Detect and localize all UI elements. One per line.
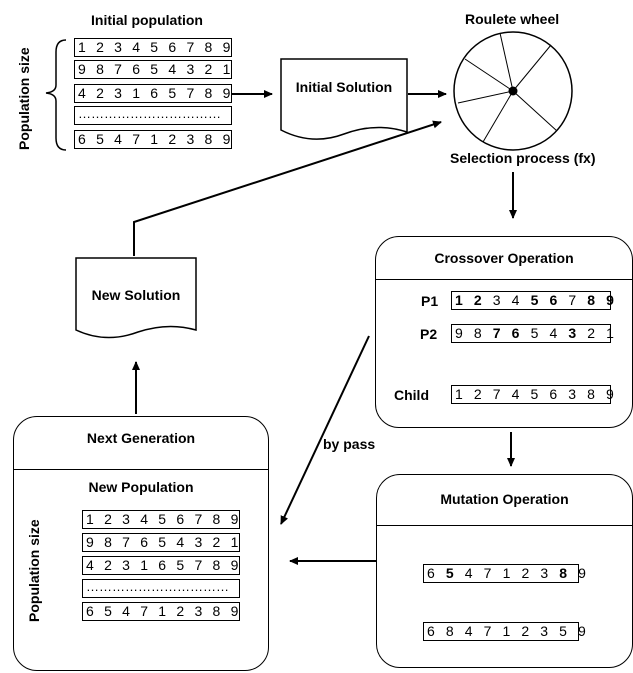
gene-digit: 7 — [568, 292, 580, 308]
bypass-label: by pass — [323, 436, 376, 452]
gene-digit: 3 — [568, 325, 580, 341]
arrow-new-solution-to-roulette — [133, 120, 442, 256]
child-sequence: 1 2 7 4 5 6 3 8 9 — [451, 385, 614, 404]
population-row: 4 2 3 1 6 5 7 8 9 — [82, 556, 240, 575]
population-row-ellipsis: …………………………… — [74, 106, 232, 125]
gene-digit: 7 — [492, 325, 505, 341]
gene-digit: 5 — [530, 325, 542, 341]
mutation-title: Mutation Operation — [440, 491, 569, 507]
gene-digit: 2 — [587, 325, 599, 341]
mutation-before-sequence: 6 5 4 7 1 2 3 8 9 — [423, 564, 586, 583]
gene-digit: 2 — [473, 292, 486, 308]
initial-solution-shape — [280, 58, 408, 140]
gene-digit: 3 — [492, 292, 505, 308]
gene-digit: 4 — [511, 292, 524, 308]
population-size-label: Population size — [16, 47, 32, 150]
gene-digit: 1 — [455, 292, 467, 308]
population-row: 4 2 3 1 6 5 7 8 9 — [74, 84, 232, 103]
gene-digit: 6 — [427, 565, 439, 581]
gene-digit: 8 — [473, 325, 486, 341]
new-solution-shape — [75, 257, 197, 339]
gene-digit: 2 — [521, 565, 533, 581]
population-row: 1 2 3 4 5 6 7 8 9 — [82, 510, 240, 529]
arrow-bypass — [280, 335, 370, 525]
roulette-wheel — [453, 31, 573, 151]
gene-digit: 1 — [606, 325, 618, 341]
mutation-divider — [377, 525, 632, 526]
p2-sequence: 9 8 7 6 5 4 3 2 1 — [451, 324, 614, 343]
gene-digit: 1 — [502, 565, 514, 581]
gene-digit: 5 — [530, 292, 542, 308]
gene-digit: 9 — [606, 292, 618, 308]
crossover-title: Crossover Operation — [434, 250, 574, 266]
population-row: 1 2 3 4 5 6 7 8 9 — [74, 38, 232, 57]
gene-digit: 4 — [464, 565, 477, 581]
population-row: 9 8 7 6 5 4 3 2 1 — [74, 60, 232, 79]
gene-digit: 6 — [511, 325, 524, 341]
initial-solution-label: Initial Solution — [295, 79, 393, 95]
next-generation-divider — [14, 469, 268, 470]
roulette-title: Roulete wheel — [465, 11, 560, 27]
population-row: 9 8 7 6 5 4 3 2 1 — [82, 533, 240, 552]
population-row: 6 5 4 7 1 2 3 8 9 — [82, 602, 240, 621]
p2-label: P2 — [420, 326, 438, 342]
gene-digit: 3 — [540, 565, 552, 581]
new-solution-label: New Solution — [91, 287, 181, 303]
p1-label: P1 — [421, 293, 439, 309]
gene-digit: 9 — [455, 325, 467, 341]
gene-digit: 8 — [587, 292, 599, 308]
new-population-title: New Population — [88, 479, 194, 495]
selection-caption: Selection process (fx) — [450, 150, 596, 166]
next-generation-title: Next Generation — [86, 430, 196, 446]
crossover-divider — [376, 279, 632, 280]
gene-digit: 5 — [445, 565, 458, 581]
gene-digit: 6 — [549, 292, 561, 308]
population-size-label-new: Population size — [26, 519, 42, 622]
gene-digit: 4 — [549, 325, 561, 341]
initial-population-title: Initial population — [91, 12, 203, 28]
population-row: 6 5 4 7 1 2 3 8 9 — [74, 130, 232, 149]
p1-sequence: 1 2 3 4 5 6 7 8 9 — [451, 291, 614, 310]
gene-digit: 9 — [578, 565, 590, 581]
child-label: Child — [394, 387, 429, 403]
gene-digit: 8 — [559, 565, 571, 581]
gene-digit: 7 — [483, 565, 496, 581]
population-row-ellipsis: …………………………… — [82, 579, 240, 598]
population-bracket — [45, 39, 67, 151]
mutation-after-sequence: 6 8 4 7 1 2 3 5 9 — [423, 622, 586, 641]
